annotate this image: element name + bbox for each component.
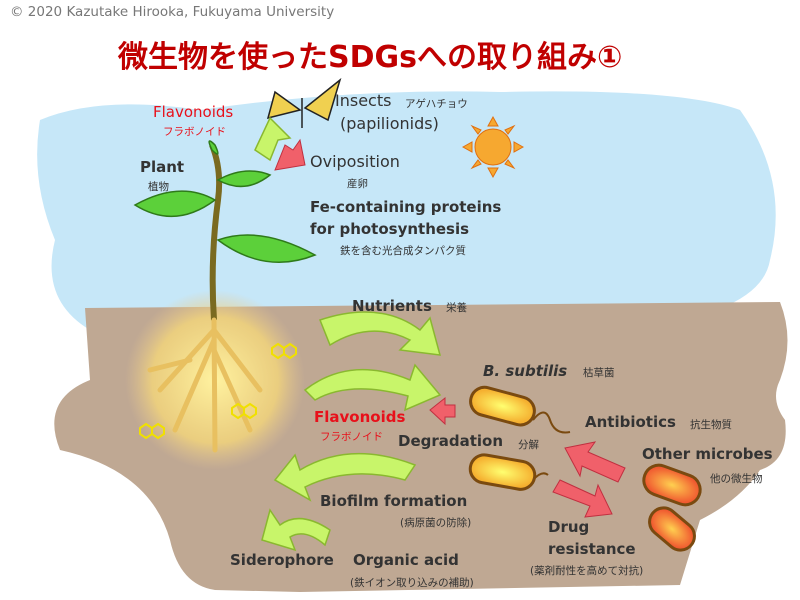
organic-acid-label: Organic acid bbox=[353, 551, 459, 569]
biofilm-ja: (病原菌の防除) bbox=[400, 517, 472, 529]
bsubtilis-label: B. subtilis bbox=[483, 362, 568, 380]
fe-proteins-ja: 鉄を含む光合成タンパク質 bbox=[340, 245, 466, 257]
oviposition-label: Oviposition bbox=[310, 152, 400, 171]
flagella bbox=[532, 411, 571, 481]
other-microbes-label: Other microbes bbox=[642, 445, 773, 463]
other-microbes-ja: 他の微生物 bbox=[710, 473, 763, 485]
fe-proteins-line2: for photosynthesis bbox=[310, 220, 470, 238]
butterfly-icon bbox=[266, 77, 342, 128]
bsubtilis-cells bbox=[468, 385, 537, 491]
copyright: © 2020 Kazutake Hirooka, Fukuyama Univer… bbox=[10, 4, 335, 20]
sky-area bbox=[37, 91, 776, 330]
flavonoids-top-ja: フラボノイド bbox=[163, 126, 226, 138]
insects-ja: アゲハチョウ bbox=[405, 98, 468, 110]
drug-label: Drug bbox=[548, 518, 590, 536]
other-microbe-cells bbox=[642, 463, 702, 552]
nutrients-label: Nutrients bbox=[352, 297, 432, 315]
degradation-ja: 分解 bbox=[518, 439, 539, 451]
plant-label: Plant bbox=[140, 158, 185, 176]
antibiotics-label: Antibiotics bbox=[585, 413, 676, 431]
insects-label: Insects bbox=[335, 91, 392, 110]
green-arrows bbox=[254, 116, 442, 552]
drug-ja: (薬剤耐性を高めて対抗) bbox=[530, 565, 644, 577]
nutrients-ja: 栄養 bbox=[446, 302, 467, 314]
oviposition-ja: 産卵 bbox=[347, 178, 368, 190]
fe-proteins-line1: Fe-containing proteins bbox=[310, 198, 502, 216]
red-arrows bbox=[274, 138, 626, 518]
sun-icon bbox=[461, 115, 525, 179]
papilionids-label: (papilionids) bbox=[340, 114, 439, 133]
degradation-label: Degradation bbox=[398, 432, 504, 450]
roots bbox=[147, 317, 263, 453]
page-title: 微生物を使ったSDGsへの取り組み① bbox=[118, 40, 623, 75]
flavonoids-soil-ja: フラボノイド bbox=[320, 431, 383, 443]
flavonoid-molecules bbox=[139, 342, 297, 440]
resistance-label: resistance bbox=[548, 540, 636, 558]
leaves bbox=[133, 140, 317, 264]
antibiotics-ja: 抗生物質 bbox=[690, 419, 732, 431]
bsubtilis-ja: 枯草菌 bbox=[583, 367, 615, 379]
flavonoids-top-label: Flavonoids bbox=[153, 103, 234, 121]
flavonoids-soil-label: Flavonoids bbox=[314, 408, 406, 426]
plant-ja: 植物 bbox=[148, 181, 169, 193]
biofilm-label: Biofilm formation bbox=[320, 492, 468, 510]
siderophore-ja: (鉄イオン取り込みの補助) bbox=[350, 577, 474, 589]
siderophore-label: Siderophore bbox=[230, 551, 334, 569]
plant-stem bbox=[209, 143, 223, 321]
